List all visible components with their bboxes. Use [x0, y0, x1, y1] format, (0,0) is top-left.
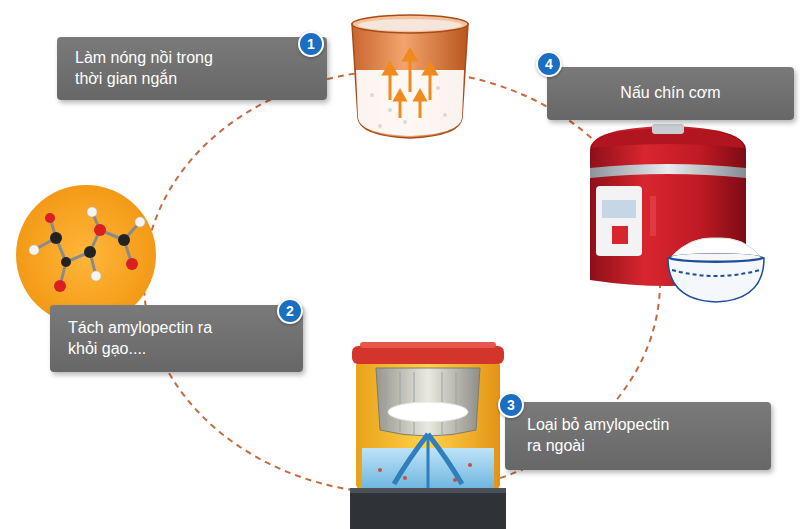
callout-number: 2 — [277, 298, 303, 324]
step-box: Loại bỏ amylopectin ra ngoài — [505, 402, 771, 470]
rice-bowl — [668, 238, 764, 302]
inner-pot — [352, 15, 468, 138]
callout-number: 1 — [298, 31, 324, 57]
step-box: Tách amylopectin ra khỏi gạo.... — [50, 305, 303, 372]
callout-number: 3 — [498, 392, 524, 418]
callout-number: 4 — [536, 51, 562, 77]
step-box: Nấu chín cơm — [547, 67, 794, 120]
step-text: Làm nóng nồi trong thời gian ngắn — [75, 48, 225, 90]
step-text: Loại bỏ amylopectin ra ngoài — [527, 415, 687, 457]
step-box: Làm nóng nồi trong thời gian ngắn — [57, 37, 327, 100]
step-text: Tách amylopectin ra khỏi gạo.... — [68, 318, 218, 360]
molecule-disc — [16, 185, 156, 325]
cutaway-cooker — [350, 342, 506, 529]
step-text: Nấu chín cơm — [620, 83, 720, 104]
